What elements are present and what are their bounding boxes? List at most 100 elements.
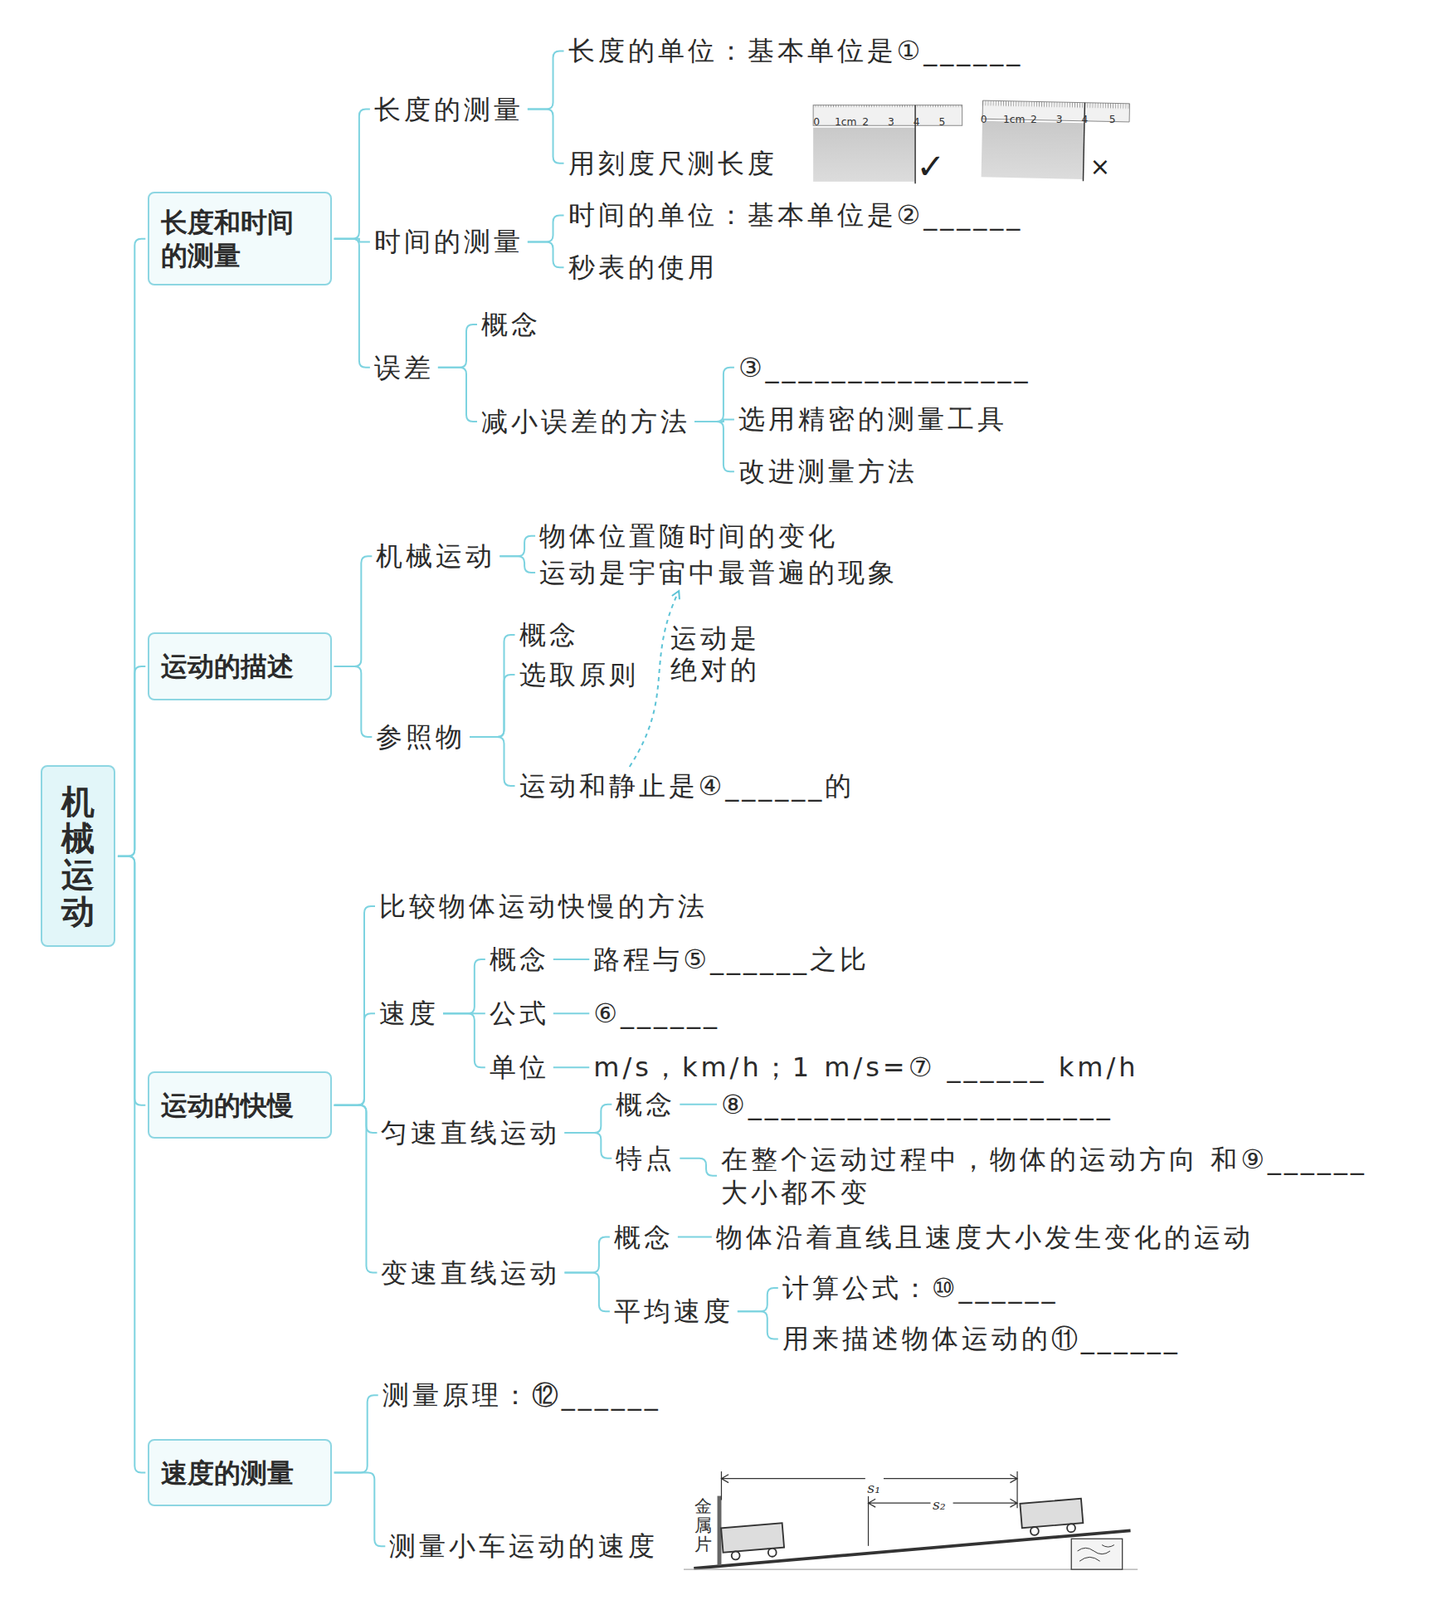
branch-text: 用刻度尺测长度	[566, 146, 780, 181]
ruler-ticks	[982, 100, 1130, 110]
tree-connector	[564, 1272, 610, 1312]
node-text: 时间的测量	[374, 224, 524, 259]
cart-2	[1019, 1498, 1084, 1536]
tree-connector	[527, 214, 565, 242]
tree-connector	[438, 324, 478, 368]
node-text: ⑧______________________	[721, 1087, 1114, 1121]
check-mark: ✓	[916, 146, 946, 187]
node-text: 平均速度	[613, 1294, 734, 1328]
tree-connector	[334, 1013, 376, 1106]
branch-text: 物体位置随时间的变化	[537, 519, 840, 553]
branch-text: 平均速度	[612, 1294, 736, 1328]
node-text: 用刻度尺测长度	[568, 146, 778, 181]
node-text: 运动的描述	[160, 649, 294, 683]
node-text: 测量原理：⑫______	[382, 1378, 662, 1412]
tree-connector	[443, 959, 486, 1014]
tree-connector	[469, 634, 515, 737]
measured-object	[981, 121, 1085, 180]
ruler-number: 3	[1056, 113, 1063, 126]
ruler-number: 4	[913, 116, 921, 128]
tree-connector	[527, 109, 565, 164]
node-text: 计算公式：⑩______	[782, 1271, 1059, 1305]
branch-text: 时间的单位：基本单位是②______	[566, 198, 1026, 232]
tree-connector	[694, 421, 735, 472]
ruler-number: 0	[980, 113, 988, 126]
tree-connector	[334, 1105, 378, 1273]
tree-connector	[334, 555, 373, 667]
branch-text: 用来描述物体运动的⑪______	[780, 1321, 1183, 1355]
topic-box: 速度的测量	[147, 1438, 332, 1506]
tree-connector	[334, 906, 376, 1106]
tree-connector	[469, 674, 515, 737]
branch-text: 概念	[612, 1220, 676, 1254]
tree-connector	[527, 241, 565, 268]
branch-text: 路程与⑤______之比	[591, 942, 872, 976]
ruler-number: 4	[1081, 113, 1089, 126]
node-text: 匀速直线运动	[380, 1115, 561, 1150]
tree-connector	[694, 367, 735, 422]
branch-text: 选用精密的测量工具	[736, 402, 1009, 436]
node-text: 概念	[613, 1220, 674, 1254]
branch-text: 概念	[479, 307, 543, 342]
ruler-number: 1cm	[834, 116, 858, 128]
cart-1	[721, 1522, 785, 1560]
dimension-label: s₂	[932, 1495, 946, 1513]
tree-connector	[553, 1066, 590, 1068]
tree-connector	[553, 958, 590, 960]
tree-connector	[334, 238, 371, 368]
ruler-number: 3	[887, 116, 895, 128]
branch-text: 运动是宇宙中最普遍的现象	[537, 555, 900, 590]
branch-text: 计算公式：⑩______	[780, 1271, 1061, 1305]
node-text: 长度的单位：基本单位是①______	[568, 34, 1024, 68]
ground	[683, 1568, 1138, 1569]
node-text: 单位	[489, 1050, 550, 1084]
tree-connector	[737, 1287, 779, 1311]
ruler-number: 2	[1030, 113, 1038, 126]
check-mark: ×	[1089, 152, 1111, 181]
edge-label: 运动是绝对的	[670, 622, 761, 687]
node-text: 测量小车运动的速度	[389, 1529, 658, 1563]
node-text: 误差	[374, 350, 434, 385]
ruler-ticks	[813, 105, 963, 112]
topic-box: 长度和时间 的测量	[147, 191, 332, 286]
branch-text: 比较物体运动快慢的方法	[377, 889, 710, 923]
tree-connector	[334, 1472, 386, 1547]
node-text: 路程与⑤______之比	[593, 942, 870, 976]
branch-text: ⑥______	[591, 996, 722, 1030]
node-text: 运动是宇宙中最普遍的现象	[539, 555, 898, 590]
node-text: 长度的测量	[374, 92, 524, 127]
node-text: 运动的快慢	[160, 1088, 294, 1122]
branch-text: 机械运动	[374, 539, 497, 573]
topic-box: 运动的快慢	[147, 1071, 332, 1139]
tree-connector	[527, 50, 565, 109]
tree-connector	[117, 238, 146, 857]
tree-connector	[334, 666, 373, 737]
node-text: 秒表的使用	[568, 250, 718, 284]
node-text: 物体位置随时间的变化	[539, 519, 839, 553]
branch-text: 测量原理：⑫______	[380, 1378, 663, 1412]
ruler-number: 1cm	[1003, 113, 1026, 126]
tree-connector	[679, 1158, 717, 1176]
branch-text: ③________________	[736, 350, 1033, 385]
node-text: 物体沿着直线且速度大小发生变化的运动	[716, 1220, 1254, 1254]
measured-object	[813, 127, 916, 182]
ruler-number: 2	[862, 116, 869, 128]
node-text: m/s，km/h；1 m/s=⑦ ______ km/h	[593, 1050, 1139, 1084]
branch-text: 单位	[487, 1050, 551, 1084]
node-text: 概念	[615, 1087, 676, 1121]
tree-connector	[679, 1103, 717, 1106]
tree-connector	[469, 736, 515, 786]
branch-text: 选取原则	[517, 657, 641, 692]
tree-connector	[334, 1105, 378, 1133]
tree-connector	[677, 1236, 712, 1238]
branch-text: 物体沿着直线且速度大小发生变化的运动	[714, 1220, 1256, 1254]
branch-text: 减小误差的方法	[479, 404, 692, 439]
tree-connector	[499, 555, 536, 573]
incline-experiment	[683, 1471, 1138, 1569]
tree-connector	[564, 1237, 610, 1273]
node-text: 在整个运动过程中，物体的运动方向 和⑨______ 大小都不变	[721, 1142, 1402, 1209]
node-text: 选用精密的测量工具	[738, 402, 1008, 436]
ruler-wrong	[981, 100, 1131, 182]
tree-connector	[117, 856, 146, 1106]
node-text: ⑥______	[593, 996, 721, 1030]
